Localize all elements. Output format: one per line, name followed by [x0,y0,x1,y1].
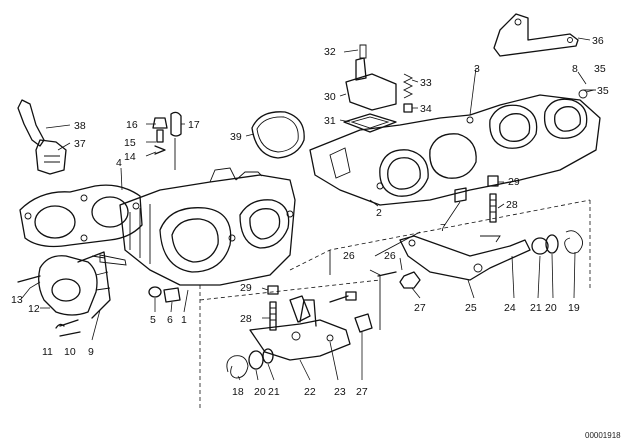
callout-5: 5 [150,314,156,326]
callout-19: 19 [568,302,580,314]
callout-26-top: 26 [343,250,355,262]
callout-10: 10 [64,346,76,358]
intake-gasket[interactable] [19,184,143,248]
callout-4: 4 [116,157,122,169]
callout-20-right: 20 [545,302,557,314]
callout-13: 13 [11,294,23,306]
callout-9: 9 [88,346,94,358]
throttle-lever-upper[interactable] [399,235,531,281]
callout-11: 11 [42,346,53,358]
callout-28-right: 28 [506,199,518,211]
screw-nut-lower[interactable] [267,285,357,331]
o-ring-gasket[interactable] [251,111,305,159]
throttle-lever-lower[interactable] [249,295,373,361]
callout-8: 8 [572,63,578,75]
throttle-housing-rear[interactable] [309,89,601,206]
fasteners-front[interactable] [17,275,181,337]
nut-27-right[interactable] [377,271,421,289]
mounting-bracket[interactable] [493,13,579,57]
callout-26-right: 26 [384,250,396,262]
callout-7: 7 [440,222,446,234]
callout-23: 23 [334,386,346,398]
callout-29-right: 29 [508,176,520,188]
callout-27-right: 27 [414,302,426,314]
callout-2: 2 [376,207,382,219]
callout-25: 25 [465,302,477,314]
callout-1: 1 [181,314,187,326]
callout-37: 37 [74,138,86,150]
callout-24: 24 [504,302,516,314]
callout-34: 34 [420,103,432,115]
callout-22: 22 [304,386,316,398]
callout-38: 38 [74,120,86,132]
sensor-lever[interactable] [17,99,67,175]
callout-6: 6 [167,314,173,326]
callout-28-lower: 28 [240,313,252,325]
callout-16: 16 [126,119,138,131]
callout-21-right: 21 [530,302,542,314]
small-fittings[interactable] [152,111,182,170]
catalog-id: 00001918 [585,431,621,440]
callout-31: 31 [324,115,336,127]
callout-17: 17 [188,119,200,131]
callout-29-lower: 29 [240,282,252,294]
group-outline-lower [199,269,381,410]
callout-39: 39 [230,131,242,143]
spring-right[interactable] [531,230,583,255]
callout-20-lower: 20 [254,386,266,398]
callout-15: 15 [124,137,136,149]
callout-3: 3 [474,63,480,75]
throttle-switch[interactable] [38,251,111,319]
callout-14: 14 [124,151,136,163]
callout-32: 32 [324,46,336,58]
callout-36: 36 [592,35,604,47]
idle-valve-cover[interactable] [343,44,397,133]
callout-21-lower: 21 [268,386,280,398]
callout-33: 33 [420,77,432,89]
callout-12: 12 [28,303,40,315]
spring-lower[interactable] [226,348,274,379]
group-outline-right [289,199,591,290]
callout-labels: 1 2 3 4 5 6 7 8 9 10 11 12 13 14 15 16 1… [11,35,609,398]
callout-30: 30 [324,91,336,103]
spring-and-nut[interactable] [402,73,414,113]
screw-nut-right[interactable] [454,175,499,223]
callout-35-top: 35 [594,63,606,75]
leader-lines [21,37,595,381]
callout-18: 18 [232,386,244,398]
callout-27-lower: 27 [356,386,368,398]
callout-35-right: 35 [597,85,609,97]
throttle-housing-front[interactable] [91,167,296,286]
